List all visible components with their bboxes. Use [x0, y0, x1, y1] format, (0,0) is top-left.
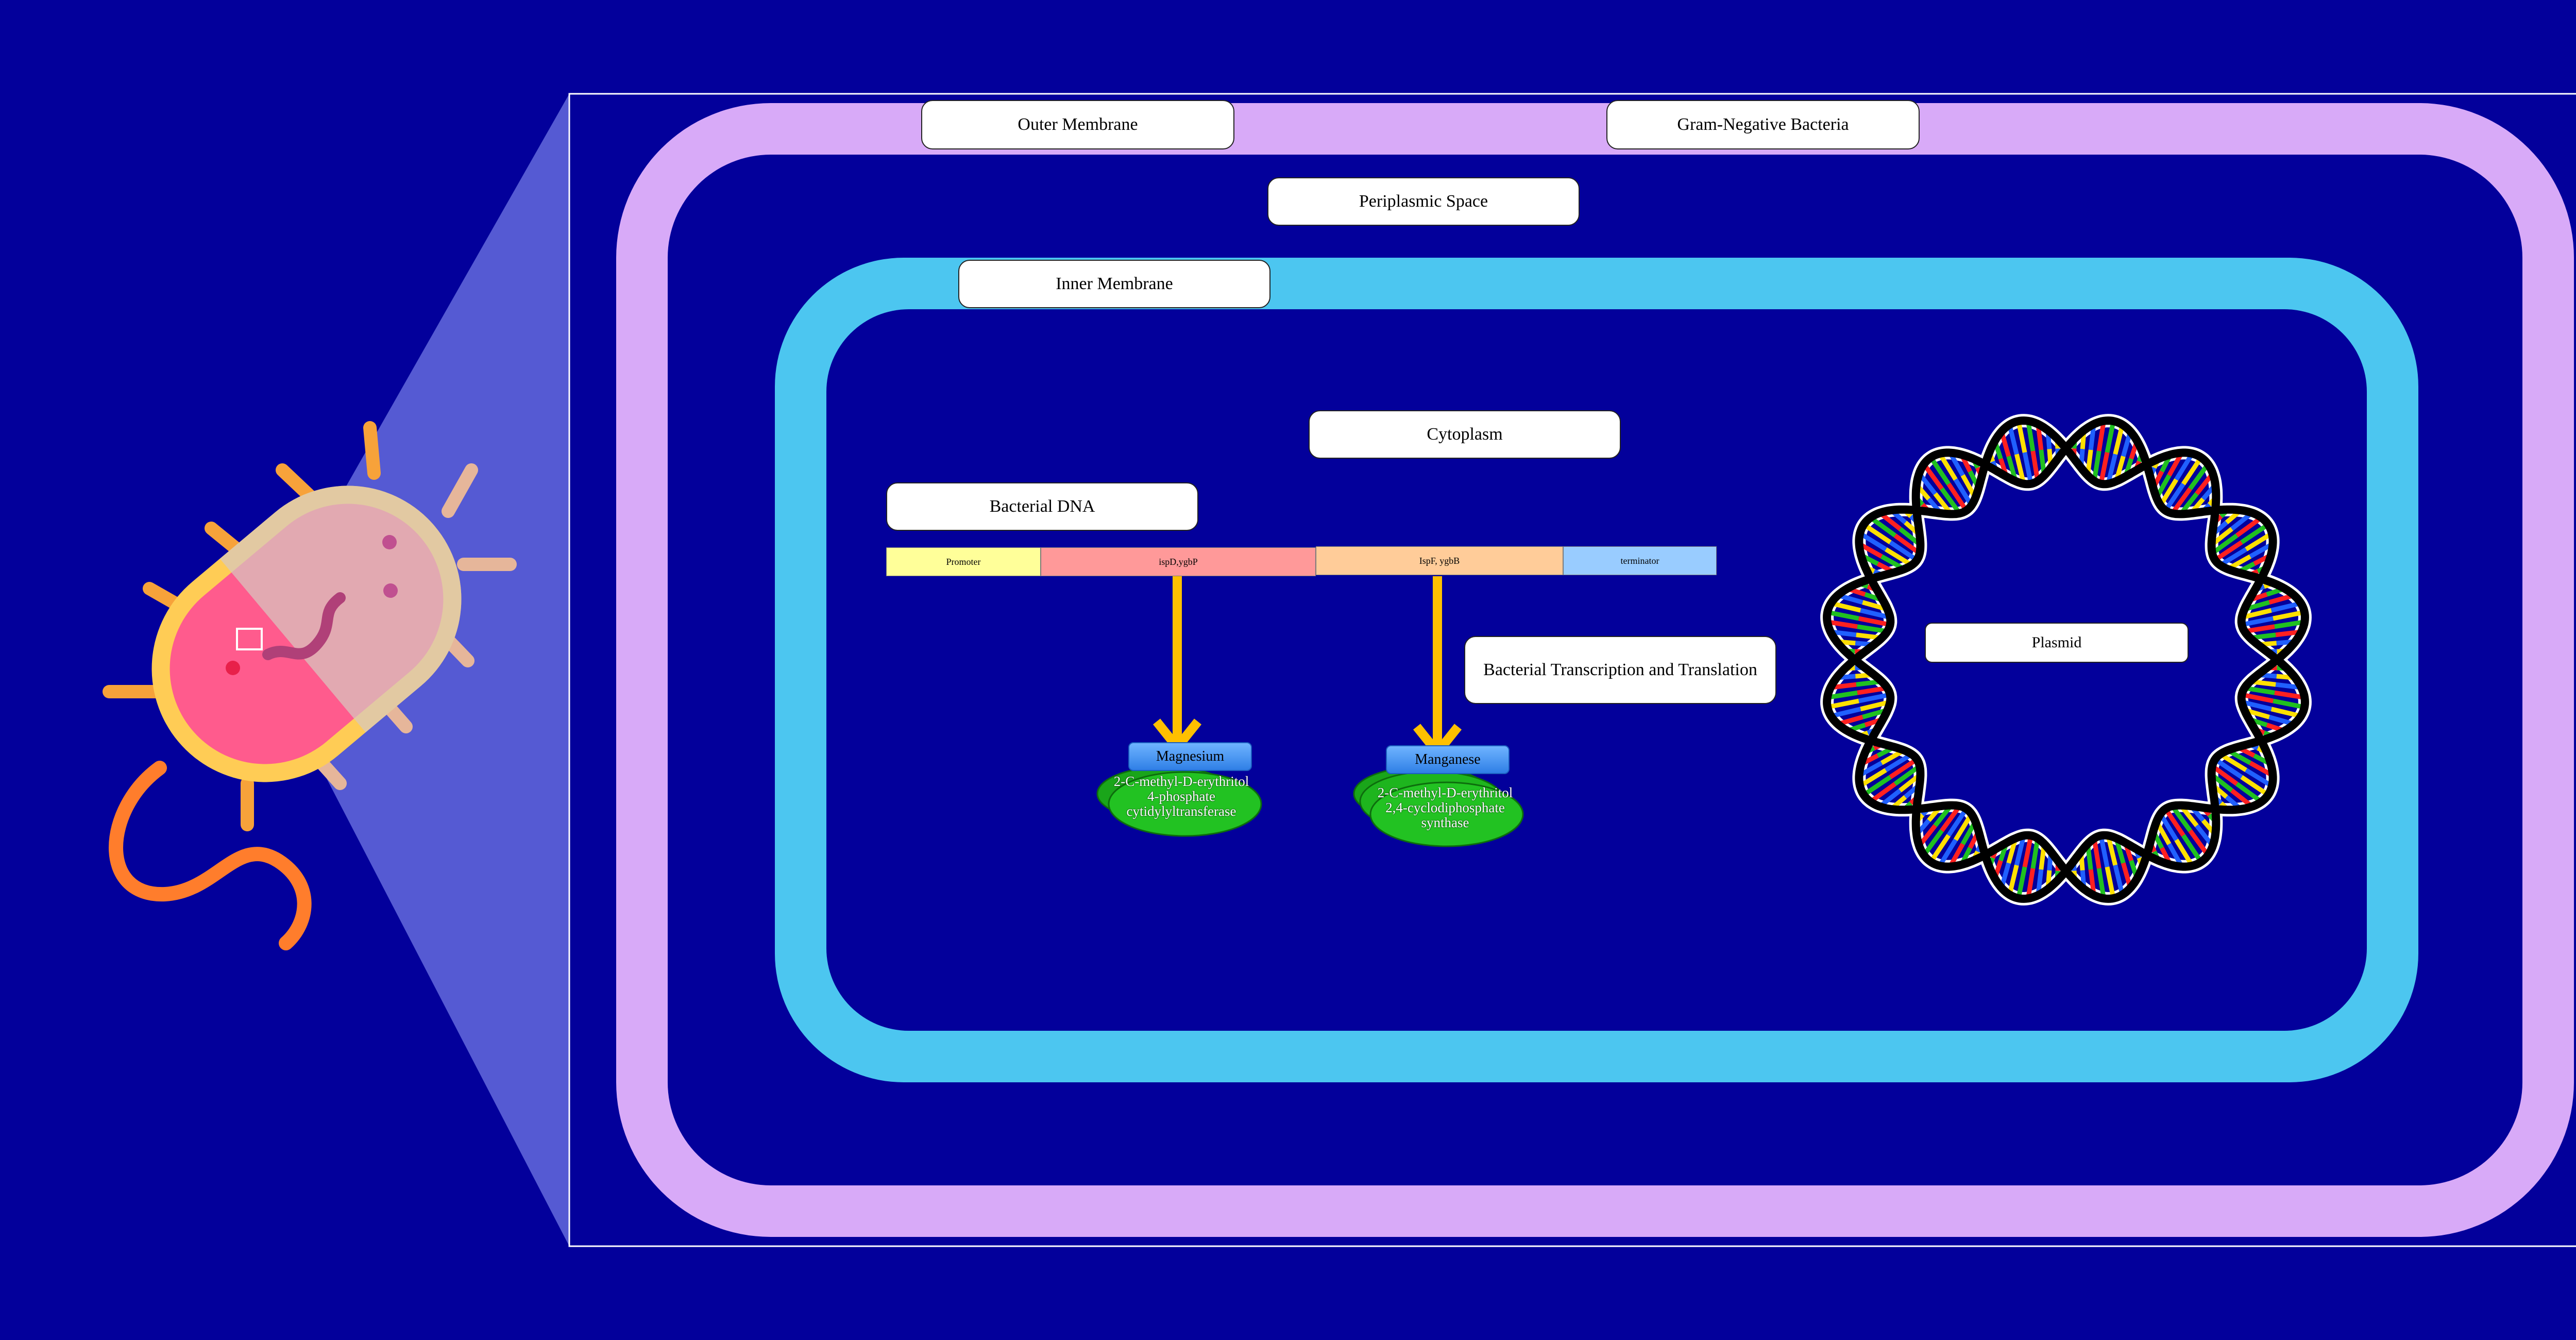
enzyme-left-shape	[1096, 766, 1262, 837]
inner-membrane-label: Inner Membrane	[958, 260, 1270, 308]
transcription-label: Bacterial Transcription and Translation	[1464, 636, 1776, 704]
periplasmic-space-label: Periplasmic Space	[1267, 177, 1580, 226]
enzyme-right-label: 2-C-methyl-D-erythritol 2,4-cyclodiphosp…	[1377, 785, 1513, 831]
bacterial-dna-label: Bacterial DNA	[886, 482, 1198, 531]
zoom-marker	[236, 628, 263, 650]
plasmid-label: Plasmid	[1925, 623, 2189, 663]
gene-terminator: terminator	[1563, 546, 1717, 575]
gram-negative-label: Gram-Negative Bacteria	[1606, 100, 1920, 149]
cofactor-manganese: Manganese	[1386, 745, 1510, 774]
plasmid-strand-b	[1823, 416, 2309, 903]
enzyme-left-label: 2-C-methyl-D-erythritol 4-phosphate cyti…	[1113, 774, 1249, 819]
gene-ispf: IspF, ygbB	[1316, 546, 1563, 575]
gene-promoter: Promoter	[886, 547, 1041, 576]
plasmid-graphic	[1820, 414, 2312, 906]
bacterium-icon	[103, 421, 517, 950]
cytoplasm-label: Cytoplasm	[1309, 410, 1621, 459]
cofactor-magnesium: Magnesium	[1128, 742, 1252, 771]
outer-membrane-label: Outer Membrane	[921, 100, 1234, 149]
enzyme-right-shape	[1353, 766, 1524, 847]
gene-ispd: ispD,ygbP	[1041, 547, 1316, 576]
